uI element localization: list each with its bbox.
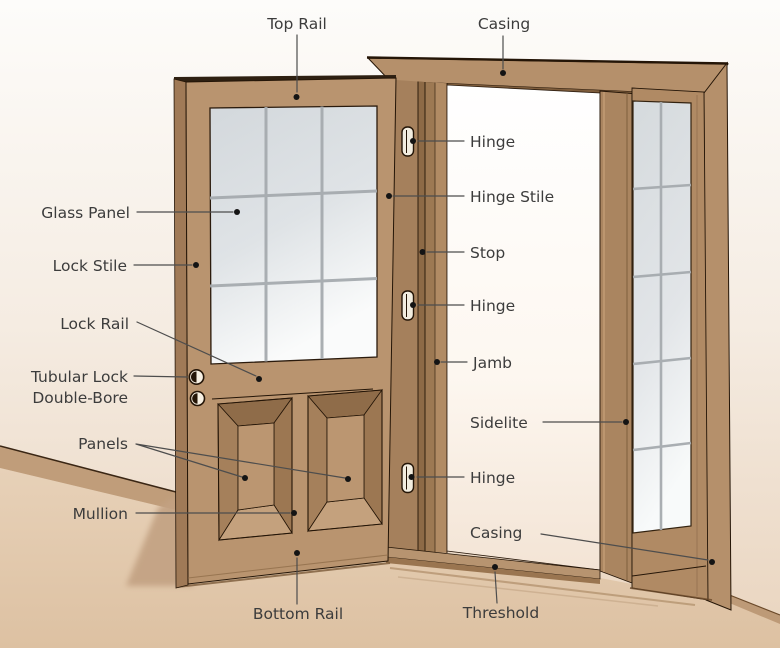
door-muntins	[209, 106, 378, 362]
label-threshold: Threshold	[462, 604, 539, 622]
leader-line	[135, 443, 346, 479]
callout-hinge-middle: Hinge	[410, 297, 515, 315]
leader-dot	[193, 262, 199, 268]
callout-lock-stile: Lock Stile	[53, 257, 199, 275]
leader-dot	[408, 474, 415, 480]
callout-mullion: Mullion	[73, 505, 297, 523]
label-casing-bottom: Casing	[470, 524, 522, 542]
casing-head-top-edge	[366, 56, 729, 65]
callout-glass-panel: Glass Panel	[41, 204, 240, 222]
leader-dot	[293, 94, 300, 100]
leader-dot	[434, 359, 440, 365]
door-glass	[209, 105, 378, 365]
baseboard-left-top-edge	[0, 445, 177, 493]
doorway-opening	[446, 84, 601, 571]
leader-dot	[386, 193, 392, 199]
door-bottom-shadow	[176, 562, 391, 588]
label-stop: Stop	[470, 244, 505, 262]
callout-hinge-bottom: Hinge	[408, 469, 515, 487]
leader-dot	[419, 249, 426, 255]
baseboard-right-top-edge	[726, 593, 780, 616]
label-mullion: Mullion	[73, 505, 128, 523]
label-sidelite: Sidelite	[470, 414, 528, 432]
label-tubular-lock-line2: Double-Bore	[32, 389, 128, 407]
label-lock-stile: Lock Stile	[53, 257, 127, 275]
door-left-edge	[173, 78, 189, 589]
callout-sidelite: Sidelite	[470, 414, 629, 432]
leader-line	[136, 321, 257, 377]
leader-dot	[234, 209, 240, 215]
leader-dot	[709, 559, 715, 565]
leader-line	[494, 571, 498, 604]
label-glass-panel: Glass Panel	[41, 204, 130, 222]
label-tubular-lock-line1: Tubular Lock	[30, 368, 128, 386]
label-casing-top: Casing	[478, 15, 530, 33]
door	[173, 75, 397, 589]
threshold-shadow-2	[397, 576, 659, 607]
label-hinge-middle: Hinge	[470, 297, 515, 315]
frame-jamb-face	[435, 82, 447, 553]
frame-stop-strip	[418, 81, 425, 552]
leader-dot	[294, 550, 300, 556]
baseboard-left	[0, 446, 176, 510]
baseboard-right	[727, 594, 780, 624]
leader-dot	[492, 564, 498, 570]
leader-dot	[256, 376, 262, 382]
label-jamb: Jamb	[472, 354, 512, 372]
leader-dot	[345, 476, 351, 482]
callout-bottom-rail: Bottom Rail	[253, 550, 343, 623]
callout-hinge-top: Hinge	[410, 133, 515, 151]
leader-dot	[242, 475, 248, 481]
label-bottom-rail: Bottom Rail	[253, 605, 343, 623]
leader-line	[540, 533, 709, 561]
label-hinge-top: Hinge	[470, 133, 515, 151]
lock-bore-top	[188, 368, 205, 385]
label-hinge-bottom: Hinge	[470, 469, 515, 487]
label-panels: Panels	[78, 435, 128, 453]
leader-dot	[410, 302, 416, 308]
label-hinge-stile: Hinge Stile	[470, 188, 554, 206]
threshold-front	[386, 557, 600, 584]
threshold-shadow-1	[389, 567, 696, 606]
callout-panels: Panels	[78, 435, 351, 482]
callout-casing-top: Casing	[478, 15, 530, 76]
callout-tubular-lock: Tubular Lock Double-Bore	[30, 368, 188, 407]
label-top-rail: Top Rail	[266, 15, 327, 33]
callout-lock-rail: Lock Rail	[60, 315, 262, 382]
callout-threshold: Threshold	[462, 564, 539, 622]
leader-dot	[410, 138, 416, 144]
leader-dot	[291, 510, 297, 516]
leader-dot	[623, 419, 629, 425]
sidelite-sill-line	[631, 565, 707, 577]
sidelite-muntins	[632, 102, 692, 530]
frame-stop-strip2	[425, 82, 435, 552]
door-panel-right	[307, 388, 383, 533]
door-panel-left	[217, 396, 293, 542]
callout-casing-bottom: Casing	[470, 524, 715, 565]
door-bottom-arris	[187, 554, 389, 579]
lock-rail-groove	[211, 388, 374, 400]
leader-dot	[500, 70, 506, 76]
casing-right	[703, 61, 732, 611]
label-lock-rail: Lock Rail	[60, 315, 129, 333]
sidelite-base-shadow	[629, 587, 713, 601]
callout-top-rail: Top Rail	[266, 15, 327, 100]
callouts: Top Rail Casing Glass Panel Lock Stile L…	[30, 15, 715, 623]
leader-line	[133, 375, 188, 378]
door-frame	[366, 56, 732, 611]
callout-jamb: Jamb	[434, 354, 512, 372]
lock-bore-bottom	[189, 390, 206, 407]
callout-hinge-stile: Hinge Stile	[386, 188, 554, 206]
callout-stop: Stop	[419, 244, 505, 262]
